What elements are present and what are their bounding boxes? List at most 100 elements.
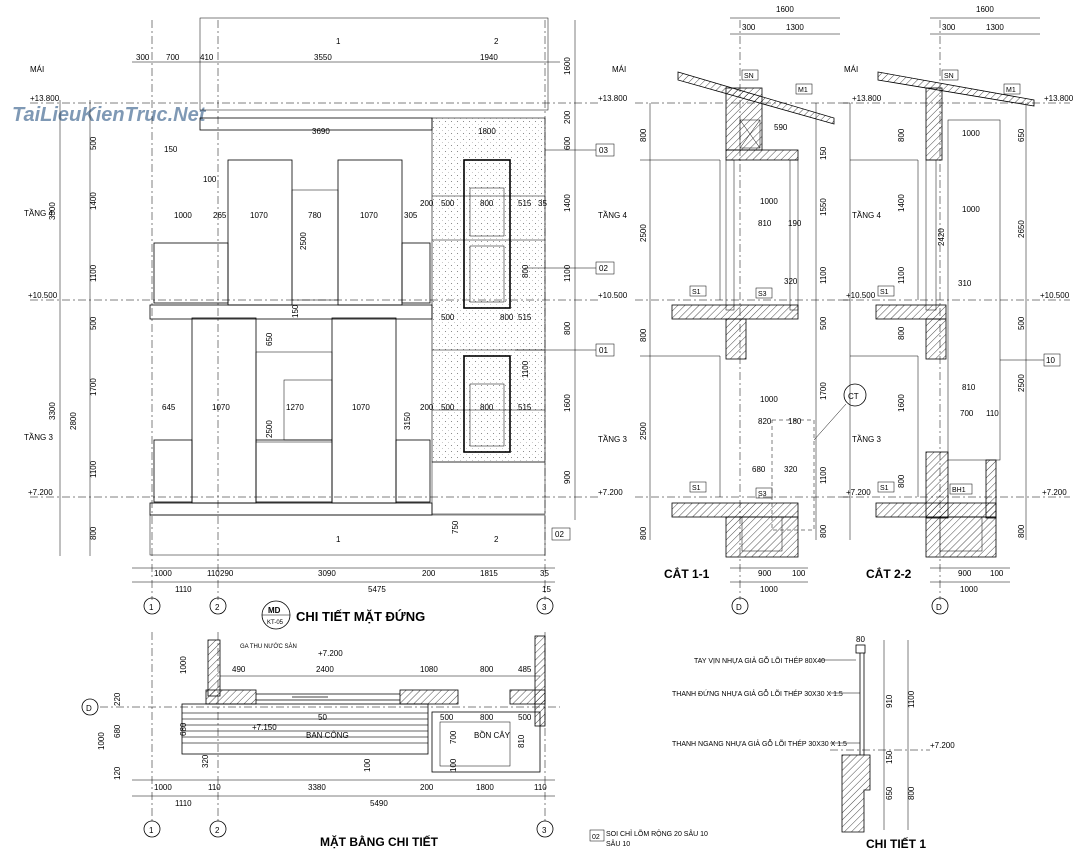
handrail-note: TAY VỊN NHỰA GIẢ GỖ LÕI THÉP 80X40 [694,656,825,665]
s2-dim-110: 110 [986,409,999,418]
plan-left-1000: 1000 [179,656,188,674]
s2-left-1400: 1400 [897,194,906,212]
s1-dim-100: 100 [792,569,806,578]
axis-label-1: 1 [149,603,154,612]
tag-box [877,481,895,493]
section-2-2 [840,17,1070,600]
roof-slope-s2 [877,71,1035,107]
dim-bottom1-6: 35 [540,569,549,578]
dim-right-900: 900 [563,470,572,484]
glass-floor4-a [469,187,505,237]
dim-row3-5: 500 [441,403,455,412]
s1-left-800b: 800 [639,328,648,342]
dim-right-1600b: 1600 [563,394,572,412]
dim-right-1600: 1600 [563,57,572,75]
dim-left-500b: 500 [89,316,98,330]
window-floor3 [463,355,511,453]
dim-w3690: 3690 [312,127,330,136]
s2-level-10500: +10.500 [846,291,876,300]
s2-dim-1600: 1600 [976,5,994,14]
s2-right-800: 800 [1017,524,1026,538]
dim-row3-3: 1070 [352,403,370,412]
wall-plan-seg1 [205,689,257,705]
detail-level-7200: +7.200 [930,741,955,750]
dim-row3-7: 515 [518,403,532,412]
dim-left-800: 800 [89,526,98,540]
s1-right-500: 500 [819,316,828,330]
railing-floor4-right [401,242,431,304]
axis-bubble-1 [143,597,161,615]
axis-bubble-1-plan [143,820,161,838]
s1-left-2500b: 2500 [639,422,648,440]
s1-right-1550: 1550 [819,198,828,216]
s1-tag-s1b: S1 [692,485,701,492]
dim-right-1100: 1100 [563,264,572,282]
dim-bottom2-0: 1110 [175,585,192,594]
cut-mark-2-top: 2 [494,37,499,46]
s1-tag-s3b: S3 [758,491,767,498]
planter-outline [431,711,541,773]
ct-bubble [843,383,867,407]
s2-roof-label: MÁI [844,65,858,74]
dim-left-1100: 1100 [89,264,98,282]
s2-tag-sn: SN [944,73,954,80]
s2-left-1600: 1600 [897,394,906,412]
dim-bottom2-2: 15 [542,585,551,594]
tag-01: 01 [599,346,608,355]
s1-tag-s1: S1 [692,289,701,296]
plan-inner-700: 700 [449,730,458,744]
s2-tag-s1: S1 [880,289,889,296]
level-7200-label-right: +7.200 [598,488,623,497]
s2-left-1100: 1100 [897,266,906,284]
plan-mid-50: 50 [318,713,327,722]
railing-floor4-left [153,242,229,304]
tag-box [689,481,707,493]
railing-floor3-right [395,439,431,503]
s2-left-800c: 800 [897,474,906,488]
level-13800-label-right: +13.800 [598,94,628,103]
beam-void-floor3-s2 [939,516,983,552]
axis-bubble-3 [536,597,554,615]
s2-left-800b: 800 [897,326,906,340]
md-bubble-top: MD [268,606,281,615]
wall-s2-upper [925,159,937,311]
plan-left-220: 220 [113,692,122,706]
plan-top-1080: 1080 [420,665,438,674]
wall-plan-seg2 [399,689,459,705]
plan-left-680b: 680 [113,724,122,738]
s1-tag-s3: S3 [758,291,767,298]
wall-s1-upper [725,159,735,311]
plan-left-120: 120 [113,766,122,780]
detail-dim-80: 80 [856,635,865,644]
s1-floor3-label: TẦNG 3 [598,434,627,444]
wall-plan-left [207,639,221,697]
dim-row4-10: 35 [538,199,547,208]
dim-150-b: 150 [291,304,300,318]
s1-right-1700: 1700 [819,382,828,400]
stone-cladding-panel [431,117,546,463]
dim-150: 150 [164,145,178,154]
elevation-labels: MÁI +13.800 TẦNG 4 +10.500 TẦNG 3 +7.200… [24,37,628,630]
plan-title: MẶT BẰNG CHI TIẾT [320,834,439,849]
axis-bubble-D-plan [81,698,99,716]
tag-box [741,69,759,81]
plan-bottom1-1800: 1800 [476,783,494,792]
slab-top-s1 [725,149,799,161]
s1-right-800: 800 [819,524,828,538]
level-13800-label: +13.800 [30,94,60,103]
s2-right-650: 650 [1017,128,1026,142]
level-7200-label: +7.200 [28,488,53,497]
tag-box [949,483,973,495]
s1-dim-1000c: 1000 [760,585,778,594]
level-10500-label: +10.500 [28,291,58,300]
dim-100: 100 [203,175,217,184]
s2-dim-1300: 1300 [986,23,1004,32]
dim-mid-800: 800 [500,313,514,322]
roof-beam-s1 [725,87,763,151]
railing-floor3-center [255,439,333,503]
cut-mark-1-top: 1 [336,37,341,46]
slab-floor3-s2 [875,502,997,518]
s1-dim-820: 820 [758,417,772,426]
balcony-edge-section [841,754,871,833]
